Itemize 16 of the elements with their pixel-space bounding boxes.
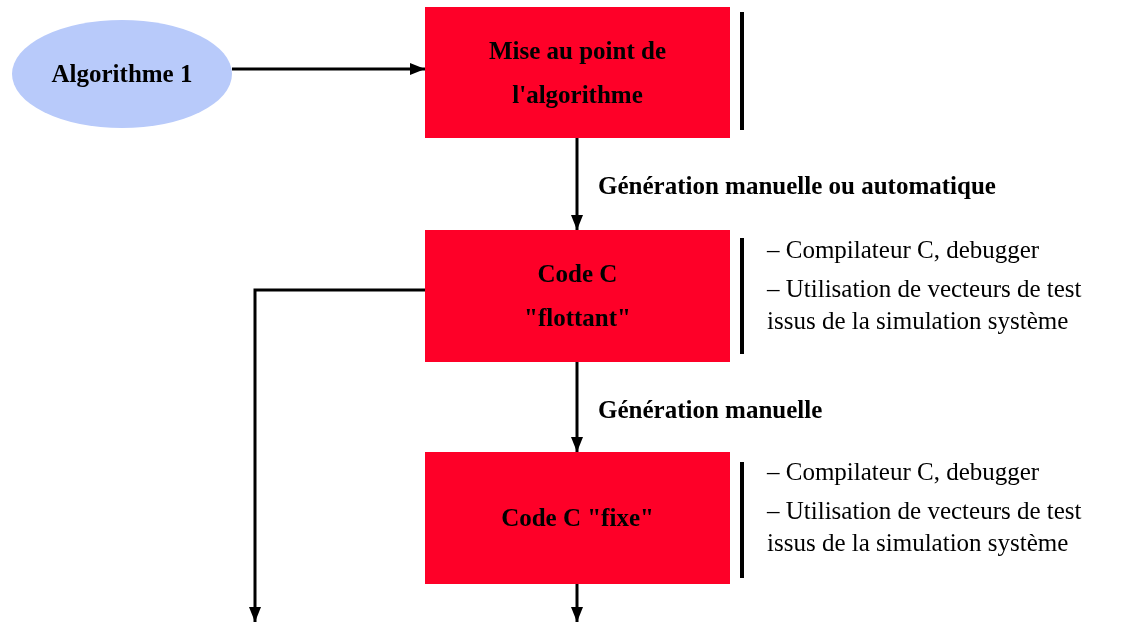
note-text: – Utilisation de vecteurs de test issus de la simulation système — [767, 495, 1083, 558]
arrow — [249, 288, 425, 622]
node-label: Code C "flottant" — [523, 259, 632, 333]
arrow — [571, 138, 583, 230]
note-text: – Utilisation de vecteurs de test issus de la simulation système — [767, 273, 1083, 336]
arrow — [571, 362, 583, 452]
process-box — [425, 452, 730, 584]
note-text: – Compilateur C, debugger — [767, 457, 1041, 487]
arrow — [232, 63, 425, 75]
node-label: Mise au point de l'algorithme — [487, 35, 668, 110]
arrow — [571, 584, 583, 622]
node-label: Code C "fixe" — [500, 503, 655, 534]
process-box — [425, 7, 730, 138]
process-box — [425, 230, 730, 362]
note-text: – Compilateur C, debugger — [767, 235, 1041, 265]
node-label: Algorithme 1 — [50, 59, 194, 90]
